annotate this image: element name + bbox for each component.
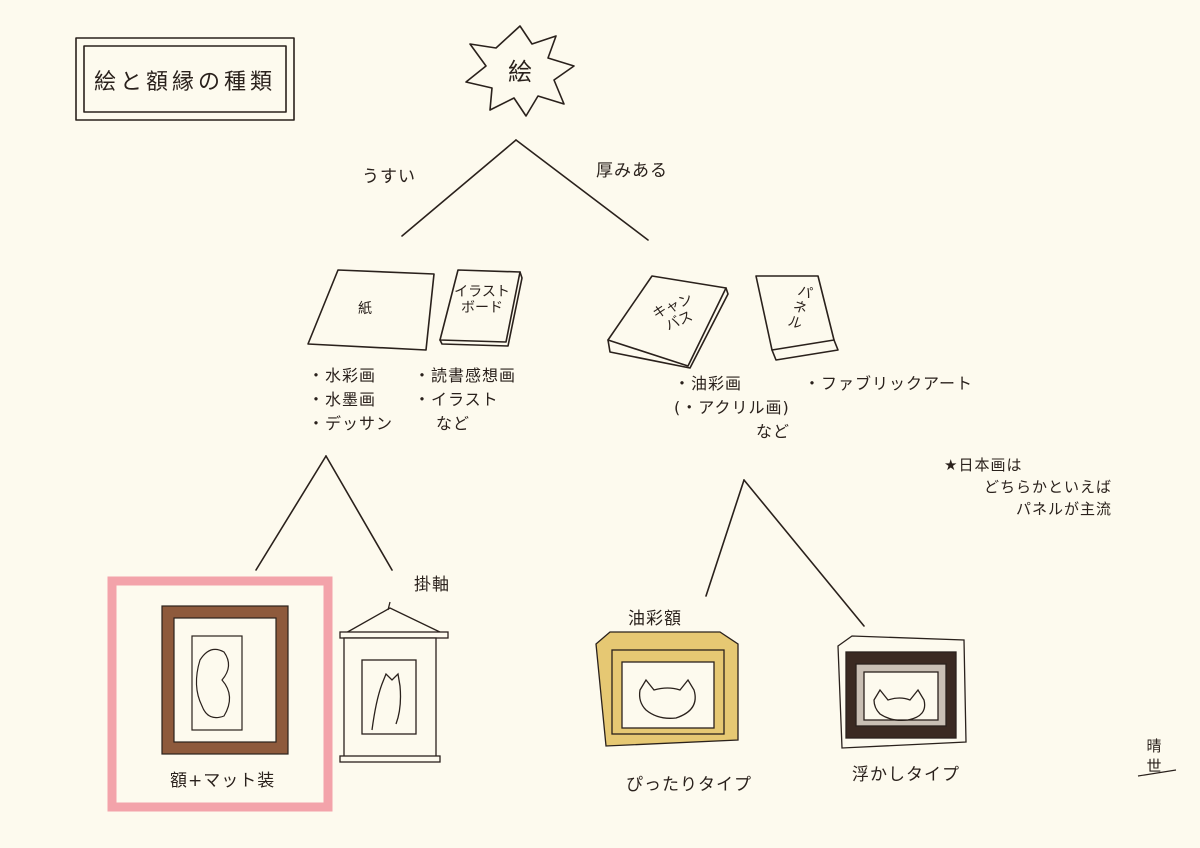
oil-frame-label: 油彩額 (628, 609, 682, 629)
canvas-use-item: (・アクリル画) (674, 398, 790, 417)
mat-frame-label: 額+マット装 (170, 771, 276, 791)
scroll-label: 掛軸 (414, 575, 450, 595)
canvas-uses: ・油彩画 (・アクリル画) など (674, 372, 790, 444)
tight-type-label: ぴったりタイプ (626, 775, 752, 795)
canvas-use-item: など (756, 422, 791, 441)
panel-use-item: ・ファブリックアート (804, 374, 974, 393)
panel-uses: ・ファブリックアート (804, 372, 973, 396)
note-line: ★日本画は (944, 456, 1023, 474)
note-line: パネルが主流 (1016, 500, 1113, 518)
signature: 晴世 (1146, 737, 1162, 775)
illust-board-label-line-1: イラスト (454, 284, 510, 300)
board-use-item: など (436, 414, 471, 433)
floating-type-label: 浮かしタイプ (852, 765, 960, 785)
paper-use-item: ・水墨画 (308, 390, 377, 409)
illust-board-label-line-2: ボード (461, 300, 503, 316)
board-use-item: ・イラスト (414, 390, 499, 409)
root-label: 絵 (508, 58, 532, 86)
illust-board-shape (439, 269, 521, 343)
branch-line-thick (515, 139, 649, 241)
title-inner-box (83, 45, 287, 113)
note-line: どちらかといえば (984, 478, 1113, 496)
title-box: 絵と額縁の種類 (76, 38, 294, 120)
paper-label: 紙 (358, 301, 373, 317)
canvas-use-item: ・油彩画 (674, 374, 743, 393)
branch-line-thin (401, 139, 517, 237)
root-burst (465, 25, 575, 117)
floating-frame (837, 635, 967, 749)
title-outer-box (75, 37, 295, 121)
paper-use-item: ・水彩画 (308, 366, 377, 385)
paper-use-item: ・デッサン (308, 414, 394, 433)
branch-label-thin: うすい (362, 167, 416, 187)
board-use-item: ・読書感想画 (414, 366, 517, 385)
paper-uses: ・水彩画 ・水墨画 ・デッサン (308, 364, 393, 436)
paper-shape (307, 269, 435, 351)
highlight-box (107, 576, 333, 812)
line-to-oil-frame (705, 479, 745, 597)
oil-frame (595, 631, 739, 747)
signature-underline (1137, 769, 1177, 777)
mat-frame (161, 605, 289, 755)
line-to-scroll (325, 455, 393, 571)
line-to-mat-frame (255, 455, 327, 571)
line-to-floating-frame (743, 479, 865, 627)
illust-board-label: イラスト ボード (454, 284, 510, 316)
diagram-title: 絵と額縁の種類 (93, 70, 276, 95)
hanging-scroll (339, 601, 449, 763)
nihonga-note: ★日本画は どちらかといえば パネルが主流 (944, 454, 1112, 520)
branch-label-thick: 厚みある (596, 161, 668, 181)
board-uses: ・読書感想画 ・イラスト など (414, 364, 516, 436)
